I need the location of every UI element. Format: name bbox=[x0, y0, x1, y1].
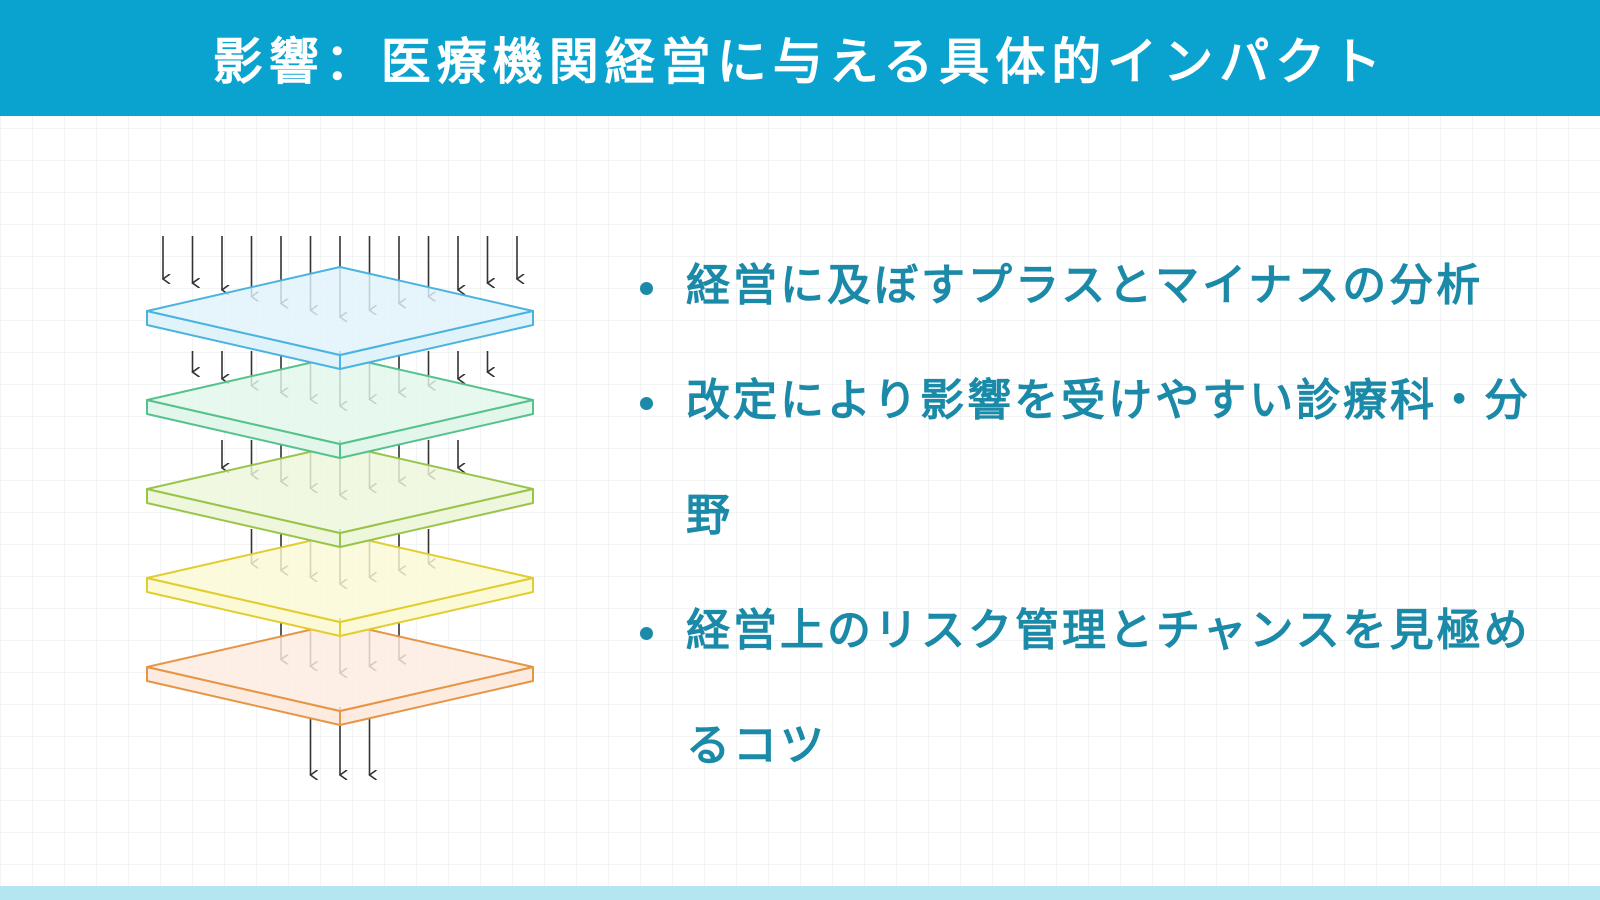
bullet-list: 経営に及ぼすプラスとマイナスの分析 改定により影響を受けやすい診療科・分野 経営… bbox=[636, 228, 1576, 803]
plate-top-face bbox=[146, 444, 534, 534]
plate-top-face bbox=[146, 266, 534, 356]
bullet-item-risk: 経営上のリスク管理とチャンスを見極めるコツ bbox=[636, 573, 1576, 803]
bullet-dot-icon bbox=[640, 282, 653, 295]
layered-filter-diagram bbox=[146, 236, 534, 820]
plate-top-face bbox=[146, 355, 534, 445]
bullet-dot-icon bbox=[640, 627, 653, 640]
footer-bar bbox=[0, 886, 1600, 900]
layer-plate-3 bbox=[146, 444, 534, 548]
bullet-text: 経営上のリスク管理とチャンスを見極めるコツ bbox=[686, 605, 1531, 771]
bullet-dot-icon bbox=[640, 397, 653, 410]
bullet-item-departments: 改定により影響を受けやすい診療科・分野 bbox=[636, 343, 1576, 573]
plate-top-face bbox=[146, 622, 534, 712]
plate-top-face bbox=[146, 533, 534, 623]
layer-plate-4 bbox=[146, 533, 534, 637]
layer-plate-1 bbox=[146, 266, 534, 370]
header-bar: 影響：医療機関経営に与える具体的インパクト bbox=[0, 0, 1600, 116]
bullet-item-analysis: 経営に及ぼすプラスとマイナスの分析 bbox=[636, 228, 1576, 343]
page-title: 影響：医療機関経営に与える具体的インパクト bbox=[212, 33, 1388, 91]
plates-group bbox=[146, 266, 534, 726]
bullet-text: 経営に及ぼすプラスとマイナスの分析 bbox=[686, 260, 1484, 311]
layer-plate-2 bbox=[146, 355, 534, 459]
layer-plate-5 bbox=[146, 622, 534, 726]
bullet-text: 改定により影響を受けやすい診療科・分野 bbox=[686, 375, 1532, 541]
